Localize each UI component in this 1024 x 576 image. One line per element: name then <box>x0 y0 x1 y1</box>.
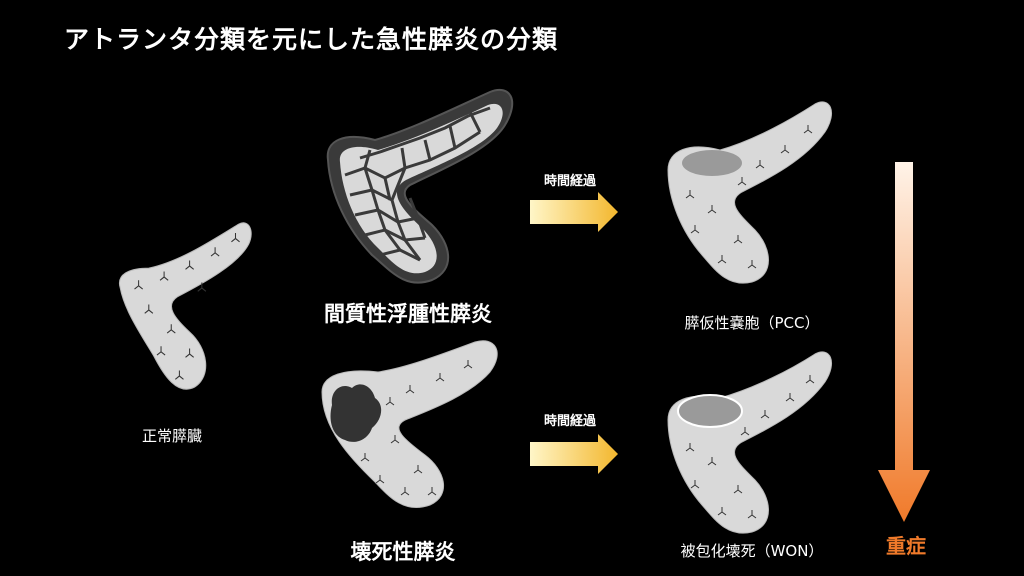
label-interstitial-pancreatitis: 間質性浮腫性膵炎 <box>324 302 492 326</box>
severity-arrow <box>878 162 930 522</box>
necrosis-area <box>330 384 382 442</box>
slide-title: アトランタ分類を元にした急性膵炎の分類 <box>64 25 559 54</box>
time-arrow-bottom <box>530 434 618 474</box>
walled-off-necrosis <box>677 394 743 428</box>
label-normal-pancreas: 正常膵臓 <box>141 427 203 445</box>
label-severity: 重症 <box>886 534 926 558</box>
time-arrow-top <box>530 192 618 232</box>
label-necrotizing-pancreatitis: 壊死性膵炎 <box>350 540 456 564</box>
edema-mesh <box>344 106 491 262</box>
necrotizing-pancreas <box>321 340 498 509</box>
interstitial-pancreas <box>326 89 514 284</box>
label-time-elapsed-bottom: 時間経過 <box>543 414 597 429</box>
pcc-pancreas <box>667 101 833 284</box>
pseudocyst <box>682 150 742 176</box>
label-time-elapsed-top: 時間経過 <box>543 174 597 189</box>
label-won: 被包化壊死（WON） <box>680 542 824 560</box>
normal-pancreas <box>118 222 252 390</box>
label-pcc: 膵仮性嚢胞（PCC） <box>684 314 820 332</box>
won-pancreas <box>667 351 833 534</box>
